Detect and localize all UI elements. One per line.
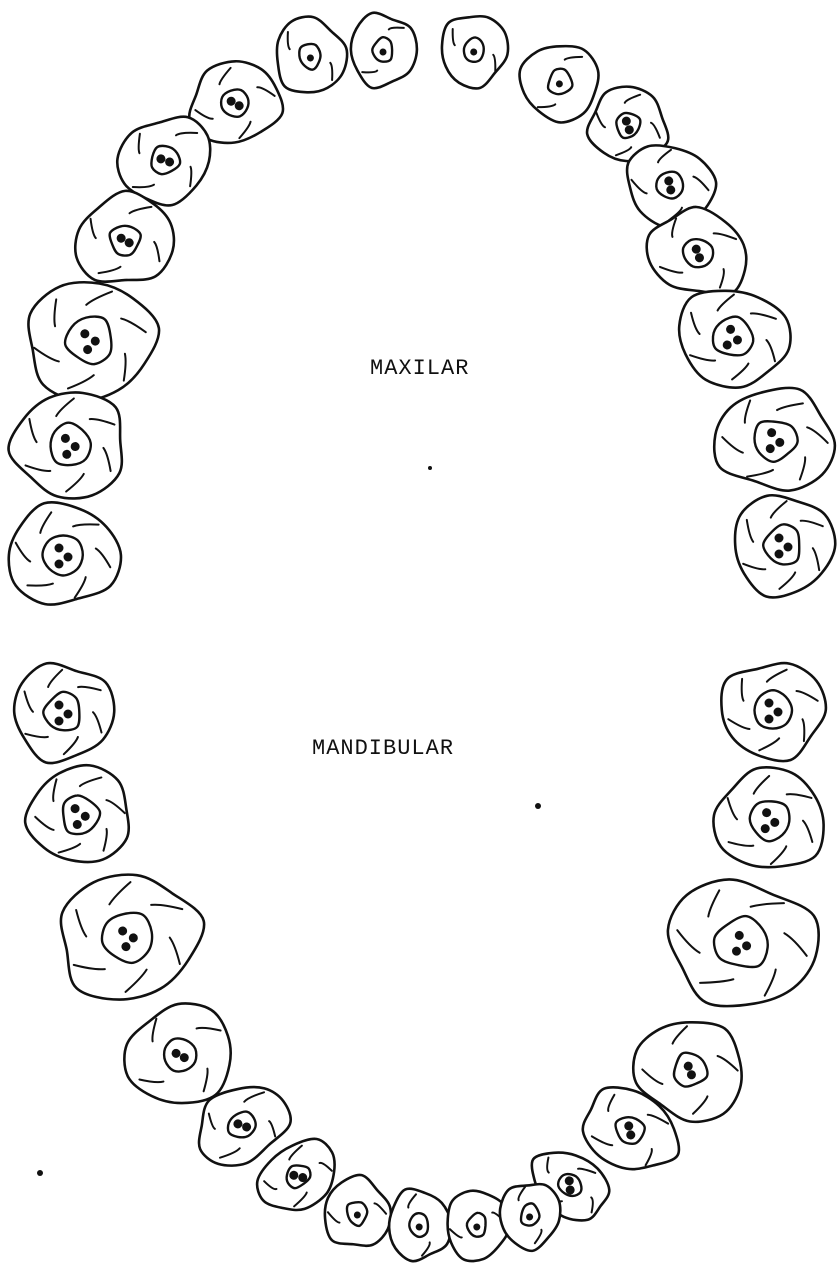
tooth-dot: [55, 544, 64, 553]
lower-tooth: [18, 760, 133, 870]
tooth-dot: [55, 701, 64, 710]
upper-tooth: [436, 11, 512, 92]
tooth-outline: [269, 10, 354, 99]
tooth-dot: [55, 717, 64, 726]
tooth-outline: [711, 382, 839, 495]
stray-mark: [428, 466, 432, 470]
mandibular-label: MANDIBULAR: [312, 736, 454, 761]
lower-tooth: [710, 763, 829, 872]
tooth-dot: [765, 715, 774, 724]
tooth-outline: [18, 760, 133, 870]
tooth-dot: [774, 708, 783, 717]
upper-tooth: [735, 495, 835, 597]
tooth-dot: [55, 560, 64, 569]
upper-tooth: [669, 281, 799, 398]
tooth-dot: [380, 49, 387, 56]
tooth-outline: [9, 502, 121, 604]
upper-tooth: [22, 270, 169, 409]
upper-tooth: [4, 389, 126, 504]
tooth-dot: [64, 553, 73, 562]
tooth-dot: [765, 699, 774, 708]
upper-tooth: [351, 13, 417, 89]
tooth-dot: [784, 543, 793, 552]
tooth-dot: [775, 550, 784, 559]
tooth-outline: [710, 763, 829, 872]
upper-tooth: [9, 502, 121, 604]
tooth-outline: [656, 870, 826, 1021]
lower-tooth: [52, 860, 217, 1011]
tooth-dot: [64, 710, 73, 719]
maxilar-label: MAXILAR: [370, 356, 469, 381]
lower-tooth: [721, 663, 826, 761]
lower-tooth: [656, 870, 826, 1021]
lower-tooth: [14, 663, 114, 763]
maxillary-arch: [4, 10, 839, 605]
upper-tooth: [508, 32, 606, 130]
tooth-dot: [775, 534, 784, 543]
upper-tooth: [269, 10, 354, 99]
upper-tooth: [711, 382, 839, 495]
stray-mark: [37, 1170, 43, 1176]
stray-mark: [535, 803, 541, 809]
lower-tooth: [386, 1185, 454, 1263]
